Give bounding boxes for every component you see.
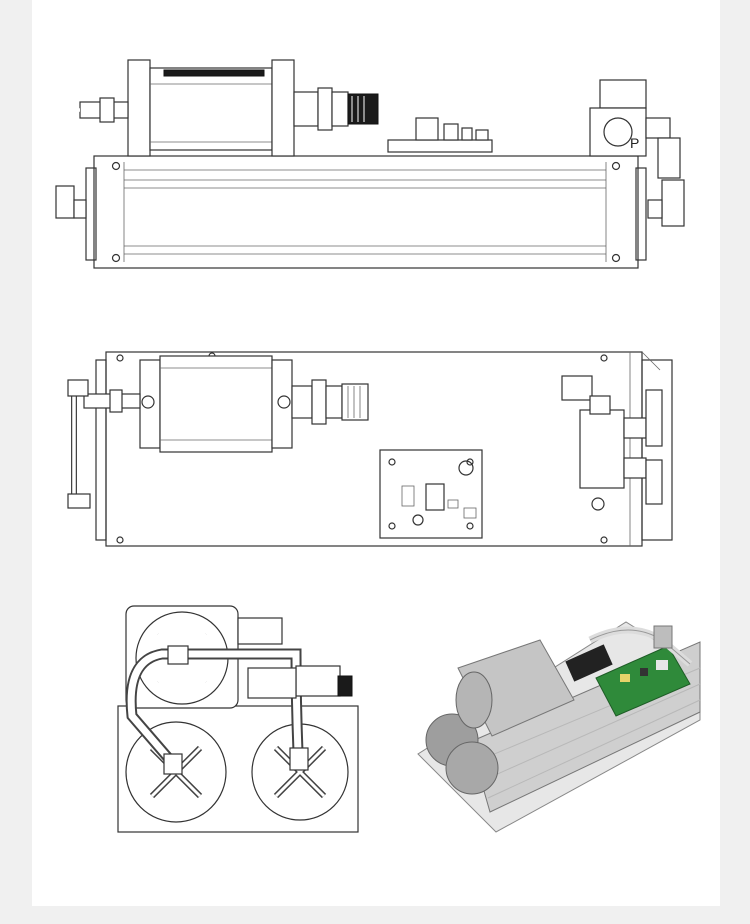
end-elevation-drawing (117, 605, 359, 833)
cable-gland-plan (341, 383, 369, 421)
cylinder-flange-right (271, 59, 295, 157)
product-photo (417, 621, 701, 833)
cylinder-barrel (149, 67, 273, 151)
cylinder-flange-left (127, 59, 151, 157)
solenoid-body (589, 107, 647, 157)
cable-gland (347, 93, 379, 125)
port-p-label: P (630, 135, 639, 151)
photo-cable-gland (565, 644, 613, 682)
right-endcap (635, 167, 647, 261)
right-elbow-fitting (657, 137, 681, 179)
solenoid-coil (599, 79, 647, 109)
motor-side (237, 617, 283, 645)
end-housing (117, 705, 359, 833)
lower-left-cylinder-end (125, 721, 227, 823)
left-elbow-fitting (55, 185, 75, 219)
control-pcb (379, 449, 483, 539)
valve-manifold (579, 409, 625, 489)
cylinder-plan (159, 355, 273, 453)
aluminium-body (93, 155, 639, 269)
side-elevation-drawing: P (55, 59, 685, 269)
top-plan-drawing (67, 351, 673, 547)
pcb-profile (387, 139, 493, 153)
